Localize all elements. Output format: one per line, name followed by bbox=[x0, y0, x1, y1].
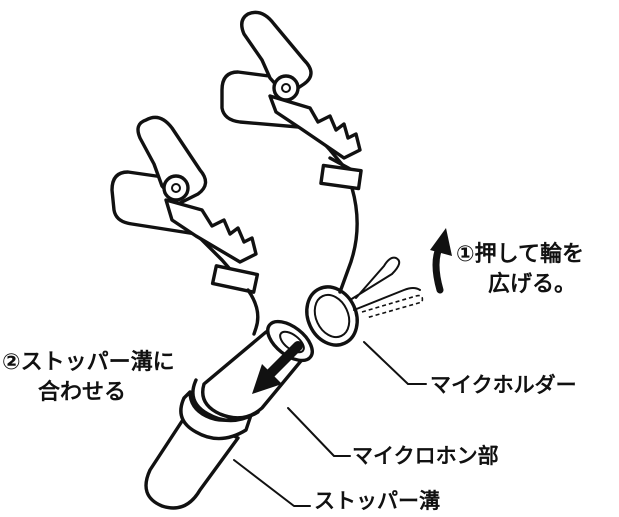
clip-upper bbox=[220, 10, 363, 294]
mic-holder-label: マイクホルダー bbox=[430, 373, 577, 397]
clip-lower bbox=[110, 115, 260, 336]
step1-label-line1: ①押して輪を bbox=[456, 242, 584, 267]
mic-holder-ring bbox=[305, 256, 424, 347]
insert-arrow bbox=[252, 341, 303, 394]
step2-label-line2: 合わせる bbox=[38, 380, 127, 405]
press-arrow bbox=[430, 228, 452, 294]
mic-body-label: マイクロホン部 bbox=[352, 444, 499, 468]
step1-label-line2: 広げる。 bbox=[488, 272, 577, 297]
step2-label-line1: ②ストッパー溝に bbox=[2, 350, 175, 375]
leader-lines bbox=[233, 341, 427, 507]
microphone-body bbox=[144, 319, 314, 510]
stopper-groove-label: ストッパー溝 bbox=[314, 489, 440, 513]
